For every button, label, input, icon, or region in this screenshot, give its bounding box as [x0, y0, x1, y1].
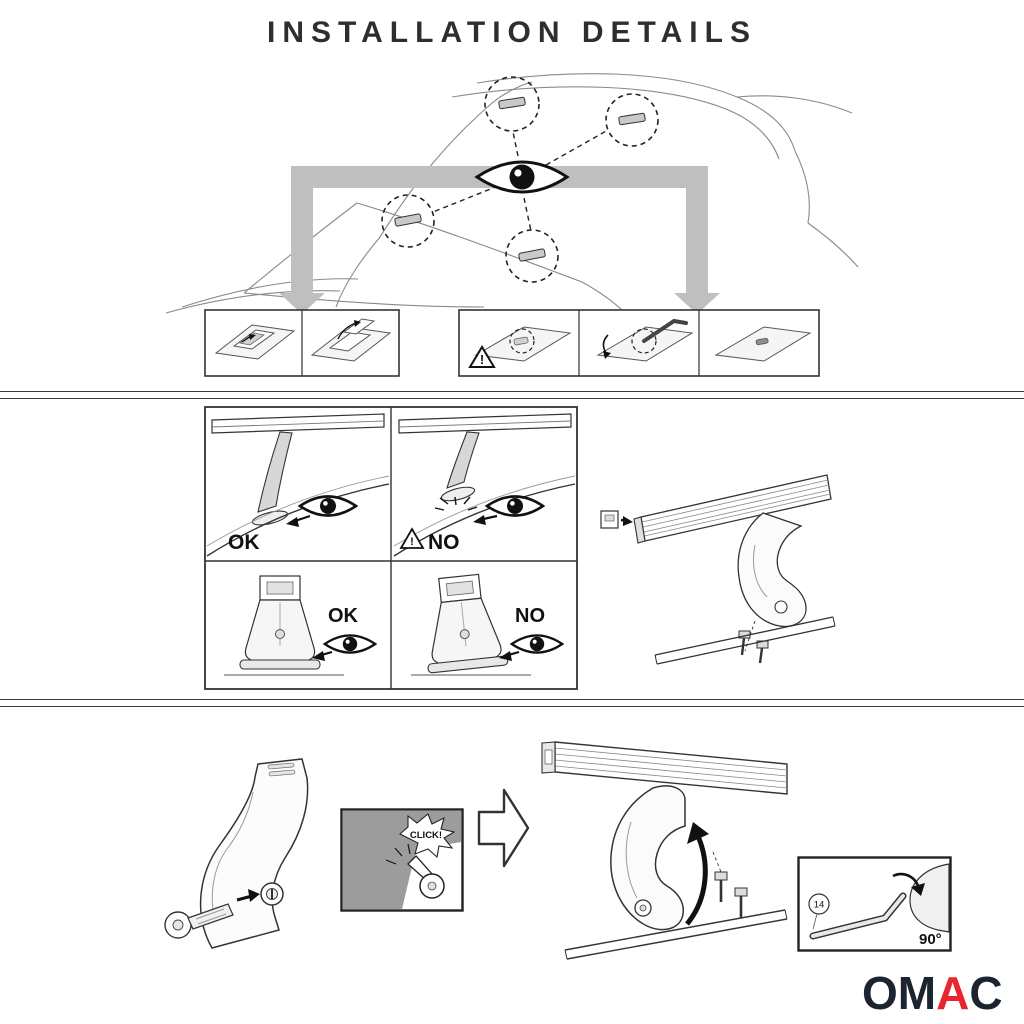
- endcap-insert-diagram: [600, 474, 836, 665]
- mount-bolts: [712, 851, 748, 918]
- click-burst: CLICK!: [399, 813, 456, 859]
- foot-silhouette: [909, 863, 950, 933]
- no-label-bottom: NO: [515, 605, 545, 627]
- crossbar-profile: [633, 474, 832, 544]
- warning-triangle-icon: [468, 345, 496, 368]
- mounting-foot: [610, 785, 686, 931]
- key-size-badge: 14: [808, 893, 830, 930]
- angle-label: 90°: [919, 931, 942, 948]
- roof-routing-band: [279, 166, 720, 314]
- mount-bolts: [738, 620, 769, 664]
- fixpoint-markers: [381, 76, 659, 283]
- rotation-arrow: [892, 872, 925, 896]
- logo-letter: A: [936, 967, 970, 1019]
- down-arrow-left: [279, 293, 325, 314]
- ok-label-bottom: OK: [328, 605, 359, 627]
- fixpoint-plug-detail-box: !: [458, 309, 820, 377]
- next-step-arrow: [477, 788, 530, 868]
- clamp-foot: [737, 512, 807, 627]
- turned-key: [385, 843, 445, 899]
- endcap-piece: [600, 510, 633, 529]
- bar-seated-ok-check: OK: [206, 413, 390, 557]
- allen-key-icon: [809, 892, 907, 940]
- ok-label-top: OK: [228, 531, 260, 554]
- foot-body: [199, 758, 309, 949]
- section-divider-1: [0, 391, 1024, 399]
- cover-closed-step: [214, 324, 296, 360]
- section-divider-2: [0, 699, 1024, 707]
- sightline-connectors: [432, 129, 609, 232]
- crossbar: [541, 741, 788, 795]
- logo-letter: C: [969, 967, 1003, 1019]
- warning-triangle-icon: [399, 527, 425, 549]
- foot-to-bar-assembly-diagram: [541, 741, 788, 960]
- mounting-check-panel: OK ! NO: [204, 406, 578, 690]
- plug-removed-step: [714, 326, 812, 362]
- click-label: CLICK!: [410, 830, 442, 841]
- logo-letter: O: [862, 967, 898, 1019]
- warning-mark: !: [480, 352, 484, 367]
- insert-arrow: [236, 889, 260, 902]
- logo-letter: M: [897, 967, 937, 1019]
- brand-logo: OMAC: [862, 966, 1003, 1020]
- lock-insert-diagram: [164, 758, 309, 949]
- car-roof-overview-diagram: [165, 73, 859, 314]
- gap-flash-marks: [434, 496, 478, 511]
- foot-tilted-no-check: NO: [411, 573, 564, 676]
- plug-pry-step: [596, 318, 694, 362]
- lock-cylinder-key: [164, 903, 234, 939]
- roof-rails: [564, 909, 788, 960]
- key-size-label: 14: [814, 900, 825, 911]
- fixpoint-cover-detail-box: [204, 309, 400, 377]
- bar-gap-no-check: ! NO: [393, 413, 576, 557]
- page-title: INSTALLATION DETAILS: [267, 16, 757, 49]
- inspect-eye-icon: [474, 160, 570, 194]
- allen-key-icon: [642, 318, 688, 343]
- cover-open-step: [310, 318, 392, 362]
- plug-locate-step: !: [468, 326, 572, 368]
- lock-click-detail-panel: CLICK!: [340, 808, 464, 912]
- car-body-sketch: [165, 73, 859, 314]
- down-arrow-right: [674, 293, 720, 314]
- foot-flat-ok-check: OK: [224, 575, 377, 676]
- no-label-top: NO: [428, 531, 460, 554]
- pivot-arrow: [685, 822, 709, 926]
- roof-rail-strip: [654, 616, 836, 665]
- torque-angle-panel: 14 90°: [797, 856, 952, 952]
- warning-mark: !: [410, 536, 414, 548]
